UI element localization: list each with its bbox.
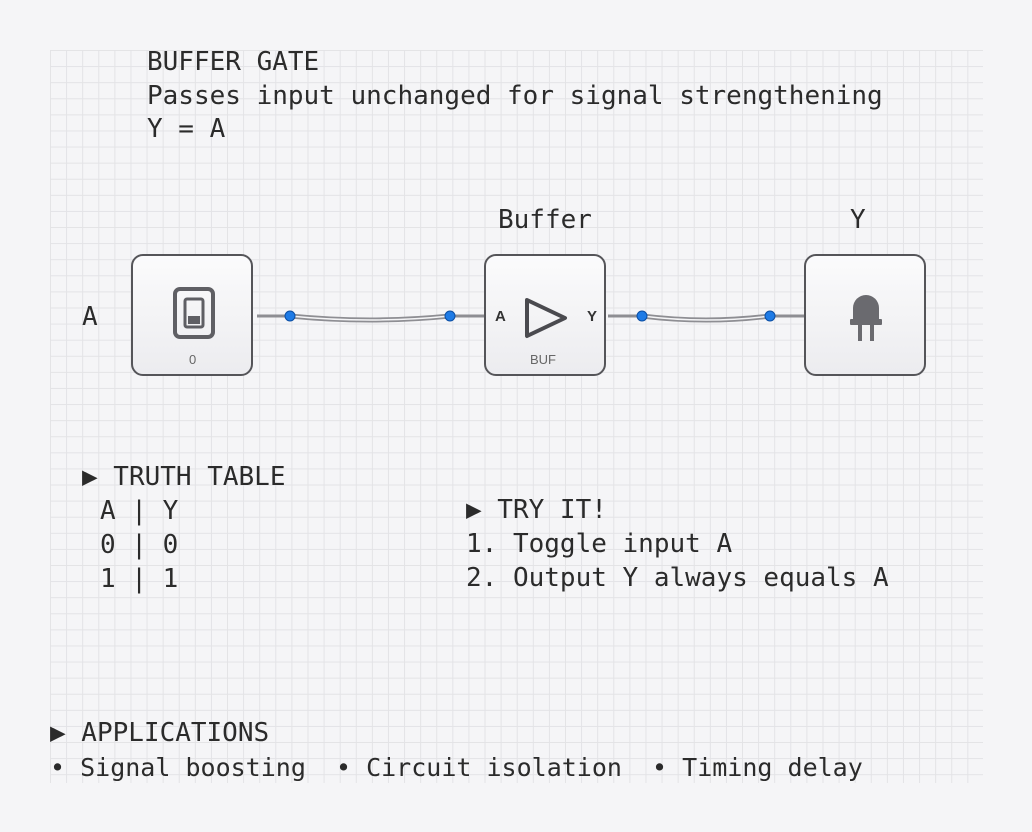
truth-table-heading[interactable]: ▶ TRUTH TABLE: [82, 462, 286, 492]
truth-table-row: 1 | 1: [100, 564, 179, 594]
connector-dot: [284, 310, 296, 322]
try-it-heading[interactable]: ▶ TRY IT!: [466, 495, 607, 525]
try-it-step: 1. Toggle input A: [466, 529, 733, 559]
output-led-node: [804, 254, 926, 376]
applications-heading[interactable]: ▶ APPLICATIONS: [50, 718, 270, 748]
input-switch-node[interactable]: 0: [131, 254, 253, 376]
switch-value: 0: [189, 352, 197, 367]
gate-label: Buffer: [498, 205, 592, 235]
toggle-switch-icon[interactable]: [172, 286, 216, 340]
gate-pin-out: Y: [587, 308, 598, 325]
input-label: A: [82, 302, 98, 332]
output-label: Y: [850, 205, 866, 235]
grid-background: [50, 50, 983, 783]
page-title: BUFFER GATE: [147, 47, 320, 77]
gate-type: BUF: [530, 352, 556, 367]
equation: Y = A: [147, 114, 226, 144]
connector-dot: [636, 310, 648, 322]
connector-dot: [444, 310, 456, 322]
applications-list: • Signal boosting • Circuit isolation • …: [50, 753, 863, 782]
buffer-gate-node[interactable]: A Y BUF: [484, 254, 606, 376]
led-bulb-icon: [850, 295, 882, 341]
gate-pin-in: A: [495, 308, 506, 325]
connector-dot: [764, 310, 776, 322]
truth-table-row: 0 | 0: [100, 530, 179, 560]
page-subtitle: Passes input unchanged for signal streng…: [147, 81, 883, 111]
buffer-triangle-icon: [525, 298, 567, 338]
try-it-step: 2. Output Y always equals A: [466, 563, 889, 593]
truth-table-header-row: A | Y: [100, 496, 179, 526]
